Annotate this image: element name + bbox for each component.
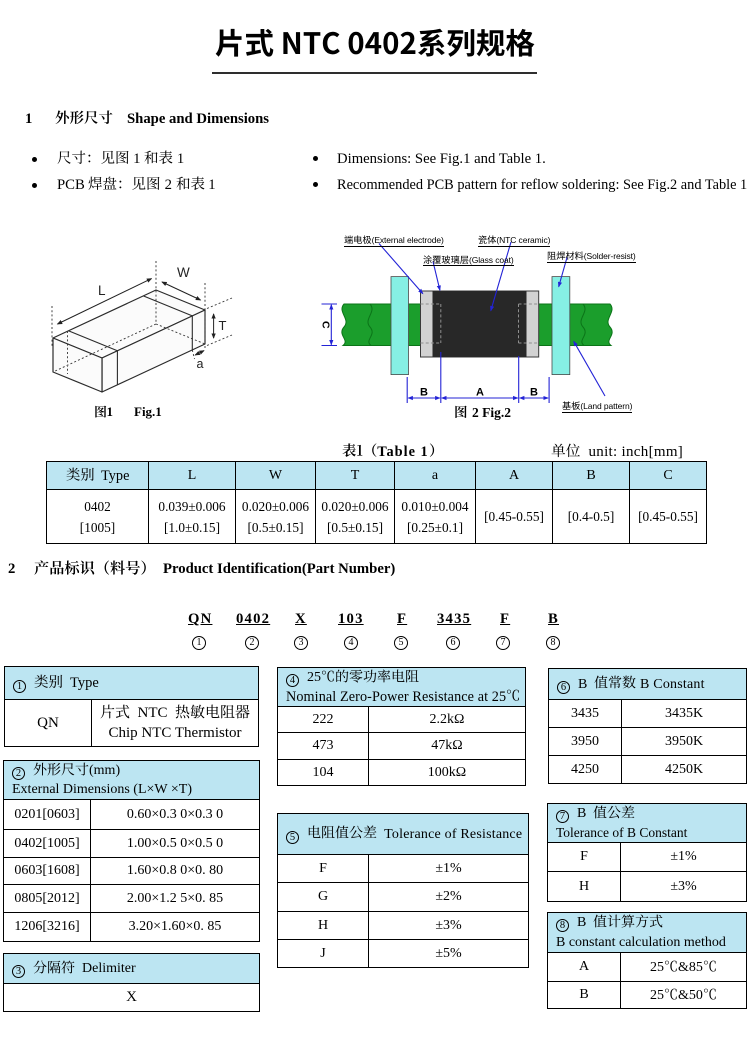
svg-text:C: C bbox=[320, 321, 332, 329]
svg-text:T: T bbox=[219, 318, 227, 333]
svg-text:a: a bbox=[197, 357, 204, 371]
svg-text:B: B bbox=[530, 387, 538, 399]
svg-text:B: B bbox=[420, 387, 428, 399]
svg-text:W: W bbox=[177, 265, 190, 280]
svg-text:A: A bbox=[476, 387, 484, 399]
svg-text:L: L bbox=[98, 283, 106, 298]
